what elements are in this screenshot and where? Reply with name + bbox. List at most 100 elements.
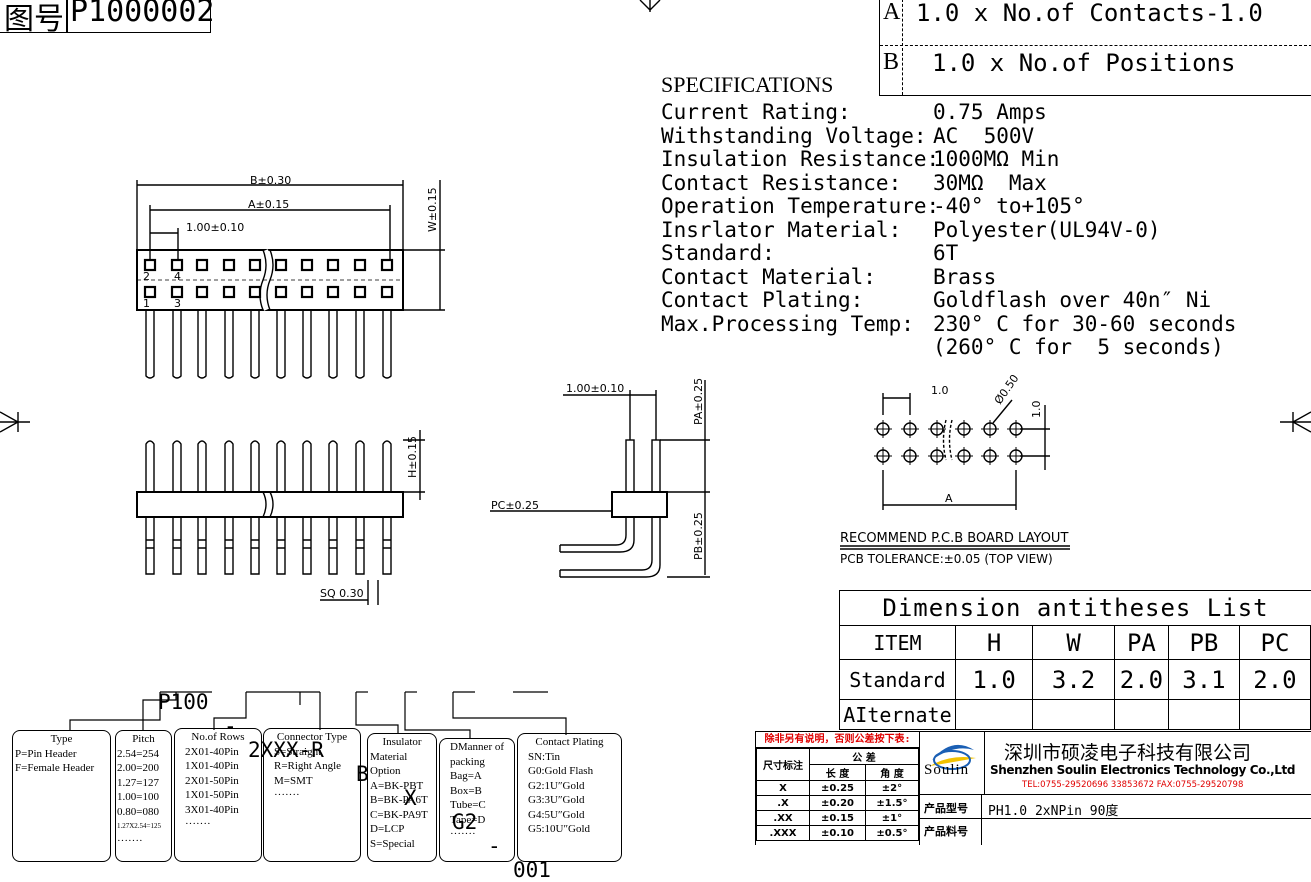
spec-label: Contact Material: <box>661 264 876 289</box>
front-view-pin-leg <box>145 517 155 575</box>
top-view-pin-leg <box>145 310 155 379</box>
dimension-cell <box>1032 699 1115 730</box>
angle-label: 角 度 <box>864 764 920 781</box>
option-box-line: R=Right Angle <box>274 760 342 772</box>
front-view-pin-leg <box>224 517 234 575</box>
option-box-line: 1X01-40Pin <box>185 760 239 772</box>
tolerance-note: 除非另有说明，否则公差按下表: <box>756 732 919 748</box>
dimension-header-cell: H <box>954 625 1034 660</box>
spec-row: Insrlator Material:Polyester(UL94V-0) <box>661 218 1161 242</box>
spec-value: -40° to+105° <box>933 194 1085 218</box>
tolerance-cell: ±0.5° <box>864 825 920 841</box>
spec-label: Current Rating: <box>661 100 851 124</box>
spec-value: Brass <box>933 264 997 289</box>
front-view-pin-leg <box>355 517 365 575</box>
drawing-number-label: 图号 <box>4 3 64 36</box>
part-code-rows: 2XXX-R <box>248 738 324 762</box>
spec-value: 6T <box>933 241 959 265</box>
option-box-line: 1.27=127 <box>117 776 159 789</box>
dim-pb-label: PB±0.25 <box>692 512 705 560</box>
pcb-hole-crosshair <box>874 420 892 438</box>
option-box-line: D=LCP <box>370 823 405 835</box>
pcb-hole-crosshair <box>901 447 919 465</box>
top-view-pin <box>274 258 288 272</box>
company-name-en: Shenzhen Soulin Electronics Technology C… <box>990 763 1296 777</box>
tolerance-cell: ±1° <box>864 810 920 826</box>
option-box-title: Pitch <box>132 733 155 745</box>
tolerance-label: 公 差 <box>809 748 919 765</box>
top-view-pin <box>353 258 367 272</box>
dimension-notation-label: 尺寸标注 <box>756 748 810 781</box>
part-code-dash-1: - <box>224 714 237 738</box>
formula-box: A 1.0 x No.of Contacts-1.0 B 1.0 x No.of… <box>879 0 1311 96</box>
pin-number-3: 3 <box>174 297 181 310</box>
top-view-pin-leg <box>328 310 338 379</box>
top-view-pin-leg <box>224 310 234 379</box>
spec-label: Contact Resistance: <box>661 170 902 195</box>
dimension-cell <box>1167 699 1240 730</box>
front-view-pin <box>276 440 286 492</box>
top-view-pin-leg <box>197 310 207 379</box>
logo-text: Soulin <box>924 762 970 778</box>
option-box-line: G4:5U″Gold <box>528 808 585 821</box>
dim-a-label: A±0.15 <box>248 198 289 211</box>
spec-label: Insulation Resistance: <box>661 147 940 171</box>
spec-value: 1000MΩ Min <box>933 147 1060 171</box>
company-logo: Soulin <box>924 736 980 794</box>
option-box-line: ······· <box>117 834 143 847</box>
dimension-cell: 3.1 <box>1167 659 1240 700</box>
option-box-line: 2.00=200 <box>117 762 159 774</box>
option-box-line: Box=B <box>450 784 482 797</box>
spec-value: 230° C for 30-60 seconds <box>933 311 1237 336</box>
pcb-title: RECOMMEND P.C.B BOARD LAYOUT <box>840 531 1068 546</box>
dim-h-label: H±0.15 <box>406 436 419 478</box>
spec-label: Contact Plating: <box>661 288 864 312</box>
part-code-plating: G2 <box>452 810 478 834</box>
formula-b-label: B <box>883 49 900 75</box>
top-view-pin <box>222 285 236 299</box>
dim-pitch-label: 1.00±0.10 <box>186 221 244 234</box>
pin-number-1: 1 <box>143 297 150 310</box>
spec-row: Current Rating:0.75 Amps <box>661 100 1047 124</box>
tolerance-cell: ±0.20 <box>809 795 866 811</box>
top-view-pin <box>195 258 209 272</box>
spec-row: Contact Material: Brass <box>661 264 996 289</box>
spec-row: Standard:6T <box>661 241 958 265</box>
spec-row: Contact Plating: Goldflash over 40n″ Ni <box>661 288 1211 312</box>
spec-value: AC 500V <box>933 123 1035 148</box>
top-view-pin <box>300 285 314 299</box>
top-view-pin <box>143 285 157 299</box>
option-box-line: Tube=C <box>450 799 486 811</box>
top-view-pin <box>326 285 340 299</box>
dimension-header-cell: PC <box>1238 625 1311 660</box>
top-view-pin-leg <box>382 310 392 379</box>
option-box-line: G5:10U″Gold <box>528 823 591 835</box>
dim-w-label: W±0.15 <box>426 187 439 232</box>
pcb-a-label: A <box>945 492 953 505</box>
formula-b-value: 1.0 x No.of Positions <box>932 49 1236 77</box>
pcb-hole-crosshair <box>955 420 973 438</box>
top-view-pin-leg <box>250 310 260 379</box>
dimension-header-cell: PB <box>1167 625 1240 660</box>
dim-b-label: B±0.30 <box>250 174 291 187</box>
option-box-line: S=Straight <box>274 745 322 758</box>
option-box-line: G2:1U″Gold <box>528 779 585 792</box>
option-box-line: 1X01-50Pin <box>185 789 239 801</box>
option-box-line: 1.27X2.54=125 <box>117 822 162 830</box>
drawing-number-value: P1000002 <box>70 0 215 29</box>
option-box-title: Connector Type <box>276 731 348 743</box>
spec-row: Operation Temperature:-40° to+105° <box>661 194 1085 218</box>
front-view-pin <box>302 440 312 492</box>
tolerance-cell: ±2° <box>864 780 920 796</box>
spec-value: Polyester(UL94V-0) <box>933 217 1161 242</box>
pcb-hole-crosshair <box>874 447 892 465</box>
dimension-cell <box>954 699 1034 730</box>
dimension-header-cell: W <box>1032 625 1115 660</box>
spec-value: Goldflash over 40n″ Ni <box>933 288 1212 312</box>
pcb-pitch-label: 1.0 <box>931 384 949 397</box>
option-box-line: ······· <box>450 828 476 840</box>
top-view-pin <box>248 285 262 299</box>
